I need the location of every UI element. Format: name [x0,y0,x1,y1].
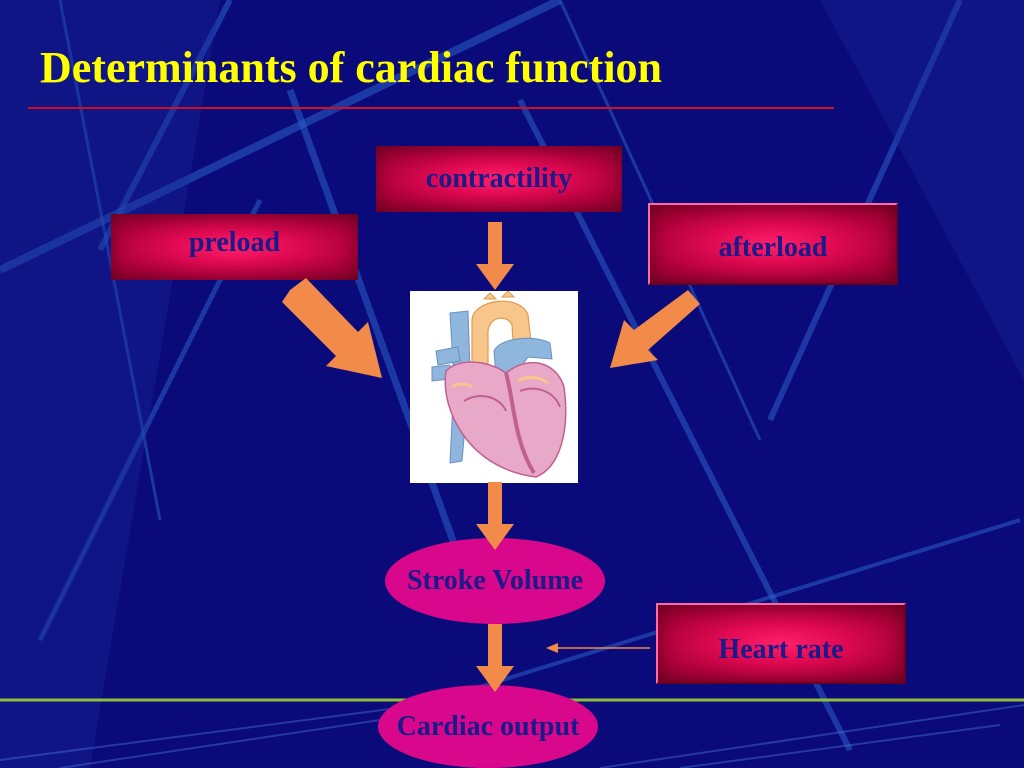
contractility-box: contractility [376,146,622,212]
cardiac-output-node: Cardiac output [378,685,598,768]
heart-rate-box: Heart rate [656,603,906,684]
slide-title: Determinants of cardiac function [40,43,663,92]
stroke-volume-node: Stroke Volume [385,538,605,624]
stroke-volume-label: Stroke Volume [406,565,584,596]
preload-label: preload [188,227,281,258]
preload-box: preload [111,214,358,280]
afterload-label: afterload [718,232,828,263]
title-underline [28,107,834,109]
heart-illustration-frame [410,290,578,483]
heart-anatomy-icon [431,290,567,478]
afterload-box: afterload [648,203,898,285]
contractility-label: contractility [425,163,573,194]
heart-rate-label: Heart rate [718,633,844,665]
cardiac-output-label: Cardiac output [396,710,580,742]
